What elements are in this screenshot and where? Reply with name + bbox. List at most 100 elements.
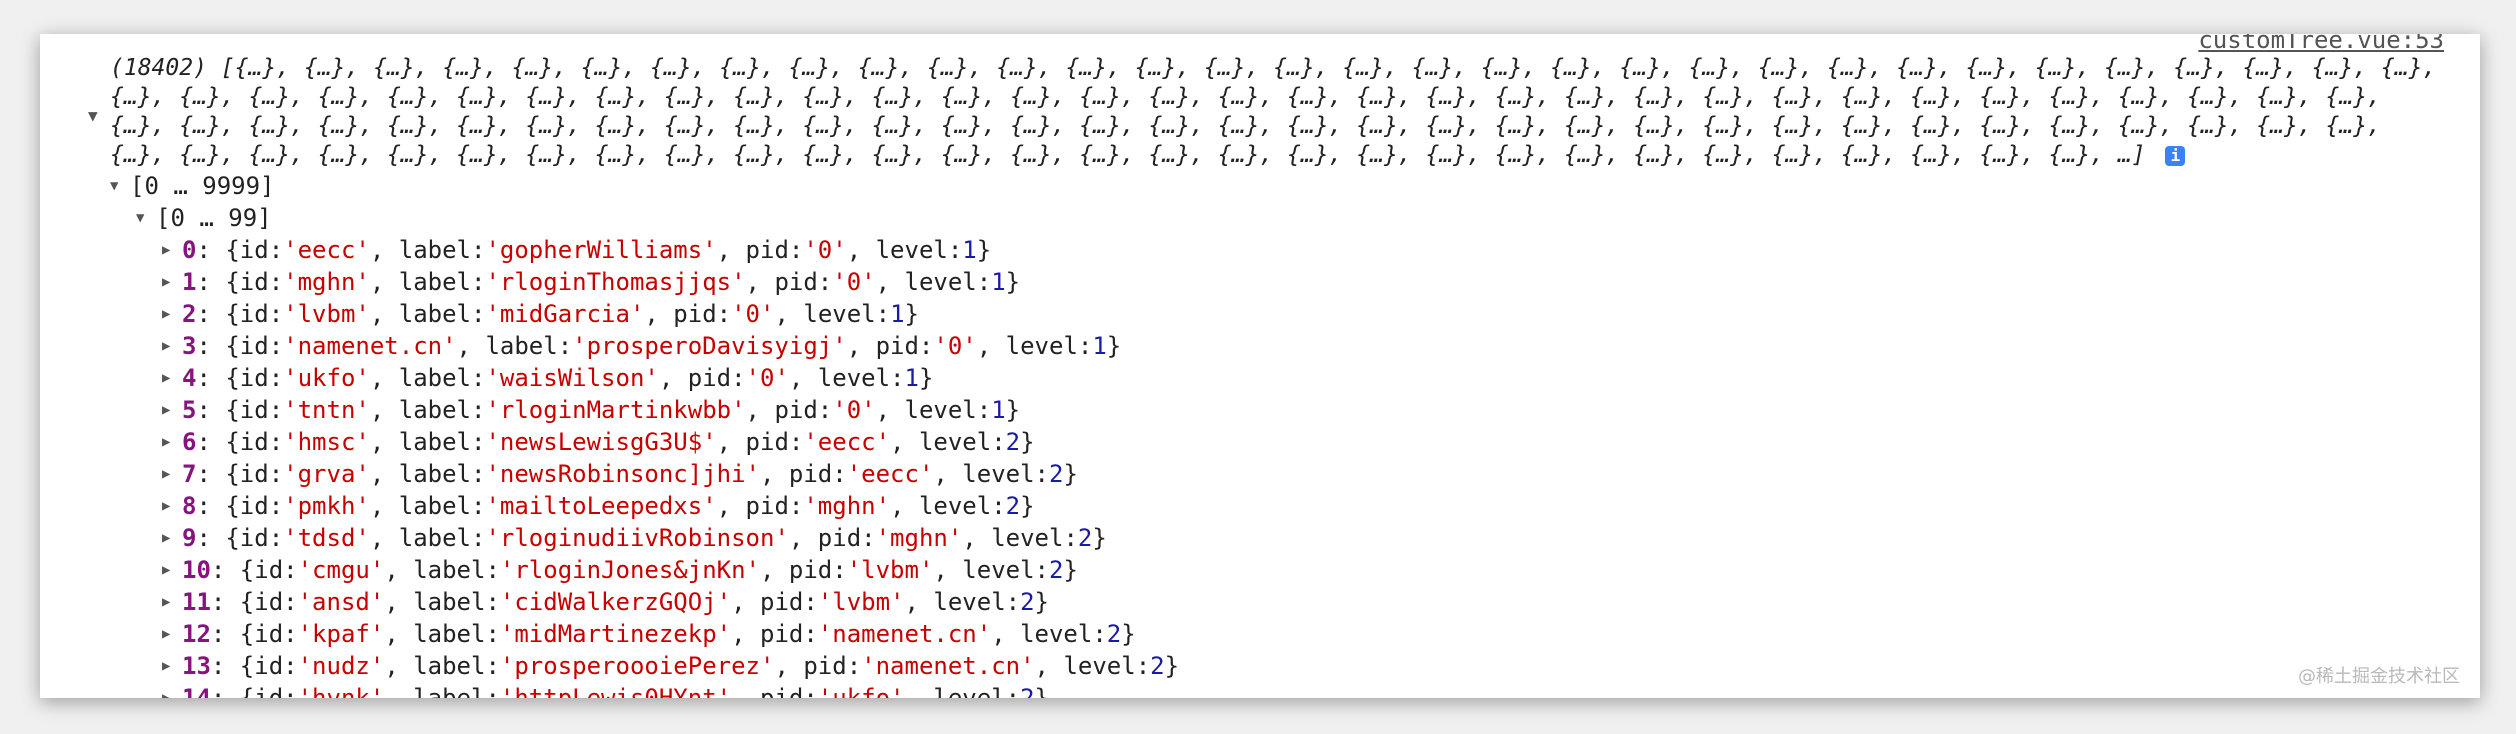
row-level-value: 1 [991,268,1006,296]
expand-triangle-icon[interactable]: ▼ [110,178,119,194]
row-level-value: 1 [1092,332,1107,360]
row-index: 5 [182,396,197,424]
tree-row[interactable]: ▶8: {id: 'pmkh', label: 'mailtoLeepedxs'… [162,492,1035,520]
row-index: 11 [182,588,211,616]
collapse-triangle-icon[interactable]: ▶ [162,402,171,418]
row-pid-value: '0' [832,396,876,424]
row-level-value: 2 [1150,652,1165,680]
row-pid-value: 'mghn' [875,524,963,552]
expand-toggle-icon[interactable]: ▼ [88,106,98,125]
row-id-value: 'nudz' [297,652,385,680]
row-label-value: 'rloginMartinkwbb' [485,396,746,424]
row-index: 10 [182,556,211,584]
row-id-value: 'cmgu' [297,556,385,584]
tree-row[interactable]: ▶9: {id: 'tdsd', label: 'rloginudiivRobi… [162,524,1107,552]
collapse-triangle-icon[interactable]: ▶ [162,434,171,450]
row-id-value: 'hmsc' [283,428,370,456]
collapse-triangle-icon[interactable]: ▶ [162,562,171,578]
array-summary-text: (18402) [{…}, {…}, {…}, {…}, {…}, {…}, {… [110,55,2437,168]
group-0-9999[interactable]: ▼ [0 … 9999] [110,170,1179,202]
row-index: 9 [182,524,197,552]
row-label-value: 'rloginJones&jnKn' [499,556,760,584]
tree-row[interactable]: ▶4: {id: 'ukfo', label: 'waisWilson', pi… [162,364,934,392]
expand-triangle-icon[interactable]: ▼ [136,210,145,226]
row-index: 13 [182,652,211,680]
row-level-value: 2 [1049,556,1064,584]
tree-row[interactable]: ▶3: {id: 'namenet.cn', label: 'prosperoD… [162,332,1122,360]
source-link[interactable]: customTree.vue:53 [2198,34,2444,54]
row-index: 6 [182,428,197,456]
row-pid-value: 'lvbm' [846,556,934,584]
row-label-value: 'cidWalkerzGQOj' [499,588,732,616]
row-pid-value: '0' [933,332,977,360]
row-index: 0 [182,236,197,264]
row-index: 12 [182,620,211,648]
tree-row[interactable]: ▶13: {id: 'nudz', label: 'prosperoooiePe… [162,652,1180,680]
row-level-value: 2 [1020,588,1035,616]
tree-row[interactable]: ▶14: {id: 'hvnk', label: 'httpLewis0HYnt… [110,682,1179,698]
tree-row[interactable]: ▶2: {id: 'lvbm', label: 'midGarcia', pid… [162,300,919,328]
tree-row[interactable]: ▶6: {id: 'hmsc', label: 'newsLewisgG3U$'… [162,428,1035,456]
row-pid-value: 'ukfo' [817,684,905,698]
row-id-value: 'grva' [283,460,370,488]
row-index: 3 [182,332,197,360]
tree-row[interactable]: ▶0: {id: 'eecc', label: 'gopherWilliams'… [162,236,992,264]
row-pid-value: '0' [745,364,789,392]
row-id-value: 'lvbm' [283,300,370,328]
tree-row[interactable]: ▶12: {id: 'kpaf', label: 'midMartinezekp… [162,620,1136,648]
row-label-value: 'newsRobinsonc]jhi' [485,460,760,488]
tree-row[interactable]: ▶5: {id: 'tntn', label: 'rloginMartinkwb… [162,396,1021,424]
row-index: 14 [182,684,211,698]
row-index: 2 [182,300,197,328]
row-level-value: 2 [1049,460,1064,488]
tree-row[interactable]: ▶7: {id: 'grva', label: 'newsRobinsonc]j… [162,460,1078,488]
row-index: 4 [182,364,197,392]
row-level-value: 1 [904,364,919,392]
console-panel: customTree.vue:53 ▼ (18402) [{…}, {…}, {… [40,34,2480,698]
object-tree: ▼ [0 … 9999] ▼ [0 … 99] ▶0: {id: 'eecc',… [110,170,1179,698]
row-index: 1 [182,268,197,296]
collapse-triangle-icon[interactable]: ▶ [162,338,171,354]
row-pid-value: 'namenet.cn' [861,652,1035,680]
row-id-value: 'mghn' [283,268,370,296]
collapse-triangle-icon[interactable]: ▶ [162,370,171,386]
collapse-triangle-icon[interactable]: ▶ [162,466,171,482]
row-pid-value: 'eecc' [803,428,891,456]
row-id-value: 'hvnk' [297,684,385,698]
row-level-value: 2 [1020,684,1035,698]
row-id-value: 'kpaf' [297,620,385,648]
tree-row[interactable]: ▶11: {id: 'ansd', label: 'cidWalkerzGQOj… [162,588,1049,616]
info-icon[interactable]: i [2165,145,2186,166]
row-id-value: 'pmkh' [283,492,370,520]
row-id-value: 'tdsd' [283,524,370,552]
row-label-value: 'midMartinezekp' [499,620,732,648]
collapse-triangle-icon[interactable]: ▶ [162,658,171,674]
collapse-triangle-icon[interactable]: ▶ [162,530,171,546]
group-label: [0 … 9999] [130,172,275,200]
row-pid-value: 'mghn' [803,492,891,520]
row-id-value: 'ukfo' [283,364,370,392]
row-pid-value: '0' [832,268,876,296]
row-label-value: 'gopherWilliams' [485,236,717,264]
group-0-99[interactable]: ▼ [0 … 99] [110,202,1179,234]
collapse-triangle-icon[interactable]: ▶ [162,690,171,698]
group-label: [0 … 99] [156,204,272,232]
collapse-triangle-icon[interactable]: ▶ [162,274,171,290]
array-summary[interactable]: (18402) [{…}, {…}, {…}, {…}, {…}, {…}, {… [110,54,2450,170]
tree-row[interactable]: ▶1: {id: 'mghn', label: 'rloginThomasjjq… [162,268,1021,296]
row-level-value: 2 [1106,620,1122,648]
row-level-value: 2 [1077,524,1093,552]
watermark: @稀土掘金技术社区 [2298,666,2460,687]
row-index: 8 [182,492,197,520]
collapse-triangle-icon[interactable]: ▶ [162,594,171,610]
row-label-value: 'rloginudiivRobinson' [485,524,789,552]
tree-row[interactable]: ▶10: {id: 'cmgu', label: 'rloginJones&jn… [162,556,1078,584]
row-id-value: 'tntn' [283,396,370,424]
collapse-triangle-icon[interactable]: ▶ [162,498,171,514]
row-label-value: 'prosperoDavisyigj' [572,332,847,360]
row-level-value: 1 [962,236,977,264]
collapse-triangle-icon[interactable]: ▶ [162,306,171,322]
collapse-triangle-icon[interactable]: ▶ [162,242,171,258]
row-label-value: 'mailtoLeepedxs' [485,492,717,520]
collapse-triangle-icon[interactable]: ▶ [162,626,171,642]
